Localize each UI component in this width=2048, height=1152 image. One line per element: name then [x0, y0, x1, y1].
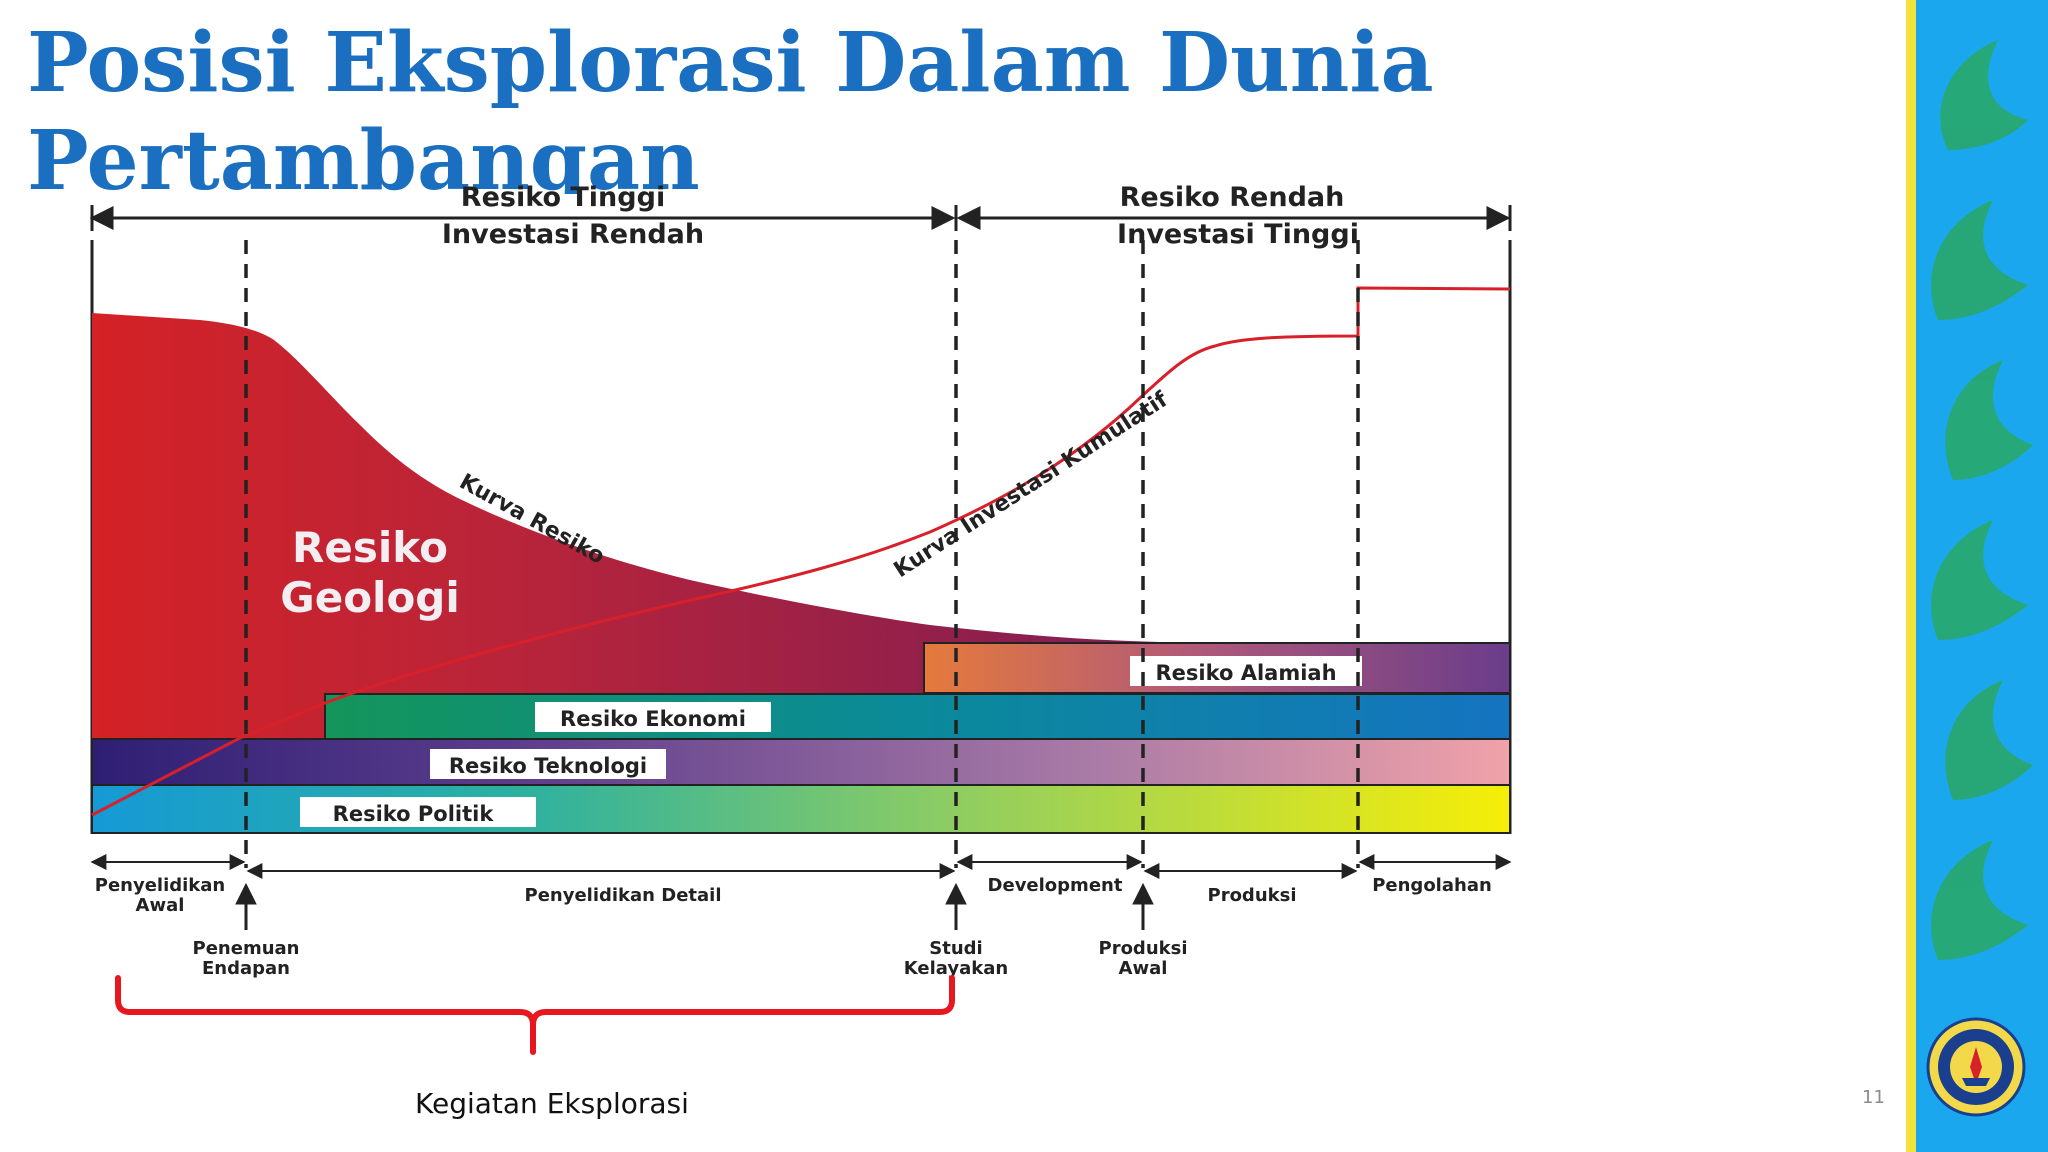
milestone-studi-kelayakan-line2: Kelayakan [904, 958, 1008, 979]
band-alamiah-label-box [1130, 656, 1362, 686]
top-range-arrows [89, 205, 1512, 231]
milestone-penemuan-endapan-line1: Penemuan [193, 938, 300, 959]
side-yellow-stripe [1906, 0, 1916, 1152]
band-teknologi [91, 738, 1511, 786]
milestone-dashed-lines [244, 240, 1360, 868]
band-teknologi-label: Resiko Teknologi [449, 754, 647, 778]
band-ekonomi-label-box [535, 702, 771, 732]
milestone-studi-kelayakan-line1: Studi [929, 938, 982, 959]
phase-produksi: Produksi [1208, 885, 1297, 906]
band-alamiah-label: Resiko Alamiah [1155, 661, 1336, 685]
geology-risk-label-line1: Resiko [292, 523, 448, 572]
phase-penyelidikan-detail: Penyelidikan Detail [525, 885, 722, 906]
side-decoration-band [1908, 0, 2048, 1152]
header-left-line1: Resiko Tinggi [461, 182, 665, 213]
band-politik-label: Resiko Politik [333, 802, 495, 826]
page-number: 11 [1862, 1087, 1885, 1108]
slide-title: Posisi Eksplorasi Dalam Dunia Pertambang… [27, 15, 1434, 194]
phase-pengolahan: Pengolahan [1372, 875, 1492, 896]
mining-risk-diagram: Resiko Tinggi Investasi Rendah Resiko Re… [89, 182, 1512, 1055]
band-ekonomi-label: Resiko Ekonomi [560, 707, 746, 731]
geology-risk-area [92, 313, 1510, 740]
phase-penyelidikan-awal-line2: Awal [136, 895, 185, 916]
band-teknologi-label-box [430, 749, 666, 779]
header-left-line2: Investasi Rendah [442, 219, 704, 250]
geology-risk-label-line2: Geologi [280, 573, 460, 622]
milestone-produksi-awal-line2: Awal [1119, 958, 1168, 979]
phase-arrows [90, 854, 1512, 879]
exploration-activity-label: Kegiatan Eksplorasi [415, 1087, 689, 1120]
phase-development: Development [988, 875, 1123, 896]
exploration-bracket [115, 975, 955, 1055]
university-logo [1926, 1017, 2026, 1117]
milestone-arrows [235, 882, 1154, 930]
feather-pattern [1931, 40, 2033, 960]
investment-curve-label: Kurva Investasi Kumulatif [890, 387, 1173, 583]
phase-penyelidikan-awal-line1: Penyelidikan [95, 875, 225, 896]
band-politik-label-box [300, 797, 536, 827]
milestone-penemuan-endapan-line2: Endapan [202, 958, 290, 979]
header-right-line1: Resiko Rendah [1120, 182, 1345, 213]
band-ekonomi [324, 693, 1511, 740]
header-right-line2: Investasi Tinggi [1117, 219, 1359, 250]
investment-curve [91, 286, 1511, 817]
milestone-produksi-awal-line1: Produksi [1099, 938, 1188, 959]
